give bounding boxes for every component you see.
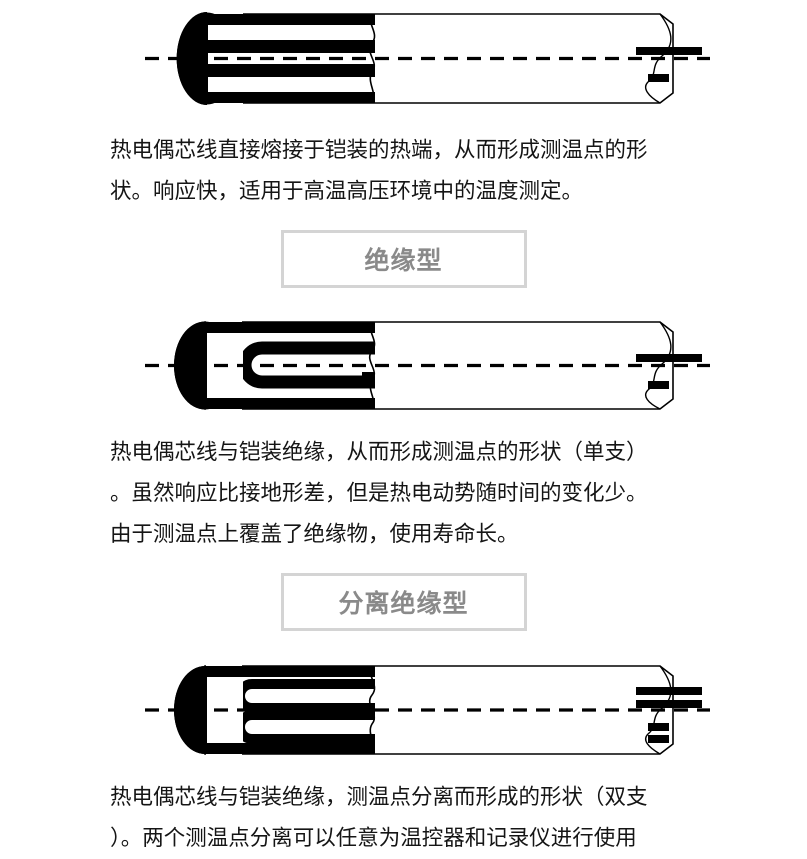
separated-insulated-heading-wrap: 分离绝缘型 xyxy=(0,573,807,631)
grounded-description-text: 热电偶芯线直接熔接于铠装的热端，从而形成测温点的形 状。响应快，适用于高温高压环… xyxy=(110,138,648,203)
insulated-description-text: 热电偶芯线与铠装绝缘，从而形成测温点的形状（单支） 。虽然响应比接地形差，但是热… xyxy=(110,440,648,546)
insulated-heading-label: 绝缘型 xyxy=(364,247,443,275)
separated-insulated-thermocouple-diagram xyxy=(0,653,807,765)
insulated-thermocouple-diagram xyxy=(0,310,807,420)
separated-insulated-heading-label: 分离绝缘型 xyxy=(338,590,469,618)
separated-insulated-heading-box: 分离绝缘型 xyxy=(280,573,527,631)
separated-insulated-description-text: 热电偶芯线与铠装绝缘，测温点分离而形成的形状（双支 ）。两个测温点分离可以任意为… xyxy=(110,785,648,850)
insulated-heading-wrap: 绝缘型 xyxy=(0,230,807,288)
insulated-heading-box: 绝缘型 xyxy=(280,230,527,288)
grounded-thermocouple-diagram xyxy=(0,0,807,118)
